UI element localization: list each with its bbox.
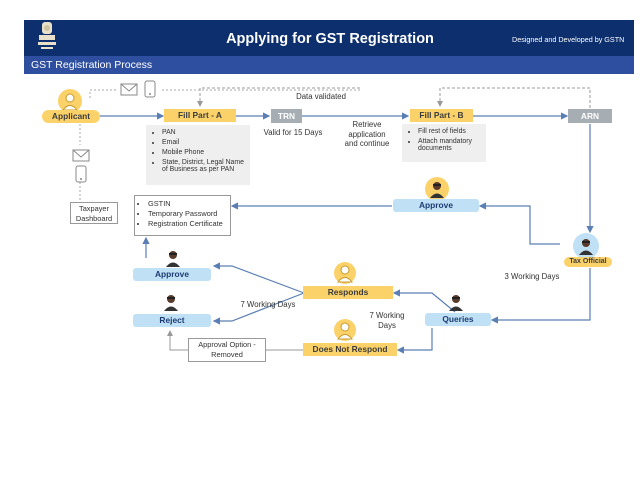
officer-icon xyxy=(164,295,178,311)
list-item: Fill rest of fields xyxy=(418,128,480,135)
queries-node: Queries xyxy=(425,313,491,326)
applicant-node: Applicant xyxy=(42,110,100,123)
person-icon xyxy=(61,93,79,111)
emblem-icon xyxy=(38,22,56,49)
credit-text: Designed and Developed by GSTN xyxy=(512,35,625,44)
person-icon xyxy=(336,322,354,340)
does-not-respond-node: Does Not Respond xyxy=(303,343,397,356)
list-item: State, District, Legal Name of Business … xyxy=(162,159,244,173)
taxpayer-dashboard-box: Taxpayer Dashboard xyxy=(70,202,118,224)
officer-icon xyxy=(166,251,180,267)
retrieve-label: Retrieve application and continue xyxy=(344,120,390,148)
header-bar xyxy=(24,20,634,58)
tax-official-node: Tax Official xyxy=(564,257,612,267)
mobile-icon xyxy=(75,165,87,183)
arn-node: ARN xyxy=(568,109,612,123)
email-icon xyxy=(72,149,90,162)
list-item: Registration Certificate xyxy=(148,219,227,228)
list-item: GSTIN xyxy=(148,199,227,208)
person-icon xyxy=(336,265,354,283)
officer-icon xyxy=(430,182,444,198)
approve-node-left: Approve xyxy=(133,268,211,281)
reject-node: Reject xyxy=(133,314,211,327)
list-item: Attach mandatory documents xyxy=(418,138,480,152)
list-item: Email xyxy=(162,139,244,146)
list-item: PAN xyxy=(162,129,244,136)
three-working-days-label: 3 Working Days xyxy=(504,272,560,281)
fill-part-b-node: Fill Part - B xyxy=(410,109,473,122)
part-b-fields: Fill rest of fields Attach mandatory doc… xyxy=(402,124,486,162)
officer-icon xyxy=(579,239,593,255)
approve-node-top: Approve xyxy=(393,199,479,212)
sub-header-bar xyxy=(24,56,634,74)
fill-part-a-node: Fill Part - A xyxy=(164,109,236,122)
registration-result-box: GSTIN Temporary Password Registration Ce… xyxy=(134,195,231,236)
page-title: Applying for GST Registration xyxy=(226,31,434,47)
responds-node: Responds xyxy=(303,286,393,299)
trn-node: TRN xyxy=(271,109,302,123)
part-a-fields: PAN Email Mobile Phone State, District, … xyxy=(146,125,250,185)
mobile-icon xyxy=(144,80,156,98)
seven-working-days-label: 7 Working Days xyxy=(240,300,296,309)
data-validated-label: Data validated xyxy=(296,92,346,101)
list-item: Temporary Password xyxy=(148,209,227,218)
approval-removed-box: Approval Option - Removed xyxy=(188,338,266,362)
section-title: GST Registration Process xyxy=(31,59,153,71)
seven-working-days-label-2: 7 Working Days xyxy=(369,311,405,330)
email-icon xyxy=(120,83,138,96)
officer-icon xyxy=(449,295,463,311)
list-item: Mobile Phone xyxy=(162,149,244,156)
valid-15-days-label: Valid for 15 Days xyxy=(263,128,323,137)
